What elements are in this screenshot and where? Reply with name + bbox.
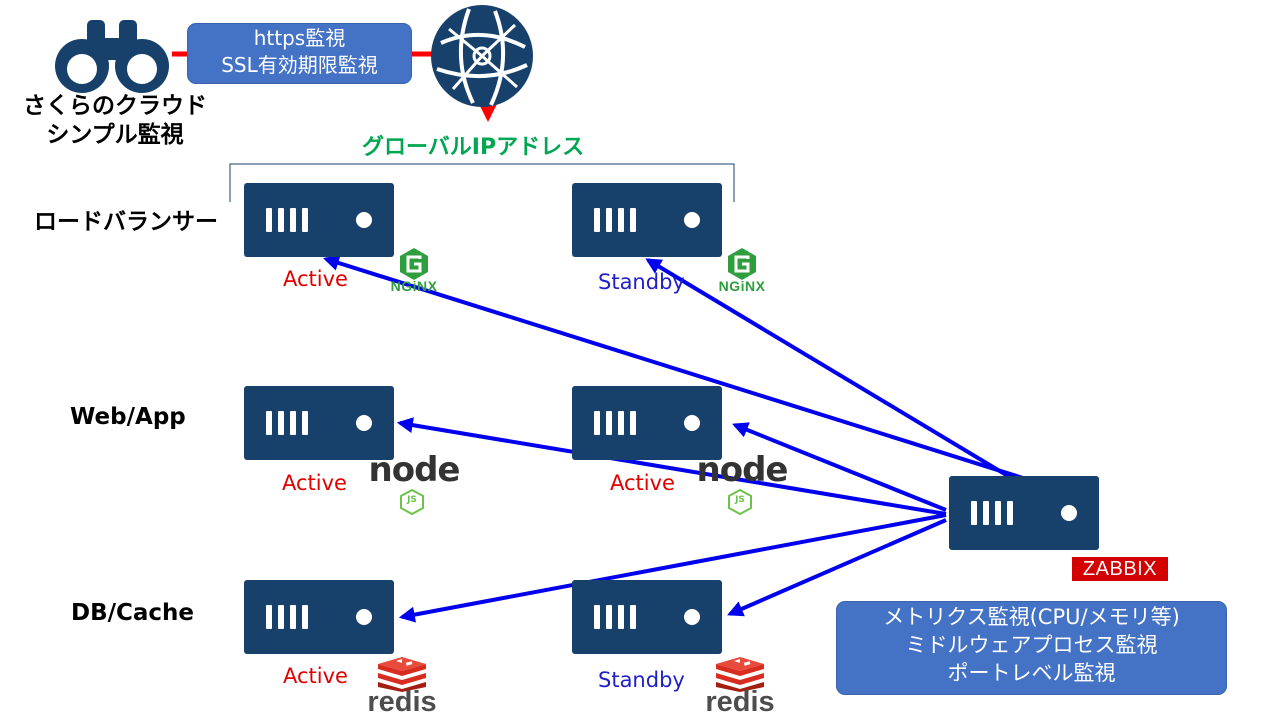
nginx-hexagon-icon [728,248,756,280]
status-web-active: Active [282,471,347,495]
nodejs-hexagon-icon [400,489,424,515]
nodejs-js-mark: JS [735,495,745,505]
server-lb-standby [572,183,722,257]
redis-logo: redis [704,656,776,720]
server-led-icon [684,212,700,228]
redis-cube-icon [378,657,426,692]
tier-label-db-cache: DB/Cache [71,600,195,626]
server-web-secondary [572,386,722,460]
server-web-active [244,386,394,460]
server-slots-icon [266,208,308,232]
status-lb-standby: Standby [598,270,685,294]
server-slots-icon [594,411,636,435]
zabbix-logo: ZABBIX [1072,557,1168,581]
zabbix-note-line2: ミドルウェアプロセス監視 [905,633,1158,657]
server-led-icon [356,609,372,625]
https-check-line2: SSL有効期限監視 [221,53,378,77]
https-check-box: https監視 SSL有効期限監視 [187,23,412,84]
zabbix-note-line3: ポートレベル監視 [947,661,1116,685]
binoculars-icon [55,20,169,93]
tier-label-web-app: Web/App [70,404,186,430]
server-zabbix [949,476,1099,550]
server-slots-icon [971,501,1013,525]
status-lb-active: Active [283,267,348,291]
arrow-zabbix-to-lb-standby [645,258,1015,481]
server-slots-icon [594,208,636,232]
server-slots-icon [266,605,308,629]
monitor-service-name: さくらのクラウド シンプル監視 [10,92,220,150]
status-db-standby: Standby [598,668,685,692]
server-lb-active [244,183,394,257]
monitor-service-name-line1: さくらのクラウド [23,93,207,119]
redis-cube-icon [716,657,764,692]
arrow-zabbix-to-web-standby [732,422,947,512]
nginx-hexagon-icon [400,248,428,280]
server-led-icon [684,415,700,431]
server-db-standby [572,580,722,654]
monitor-service-name-line2: シンプル監視 [46,122,184,148]
nodejs-wordmark: node [368,450,461,490]
server-led-icon [684,609,700,625]
status-web-secondary: Active [610,471,675,495]
globe-icon [431,5,533,107]
server-db-active [244,580,394,654]
redis-wordmark: redis [705,686,775,718]
server-led-icon [1061,505,1077,521]
global-ip-label: グローバルIPアドレス [362,135,585,160]
server-led-icon [356,415,372,431]
nodejs-logo: node JS [692,450,792,516]
nginx-logo: NGiNX [383,247,445,297]
zabbix-monitoring-note: メトリクス監視(CPU/メモリ等) ミドルウェアプロセス監視 ポートレベル監視 [836,601,1227,695]
nodejs-hexagon-icon [728,489,752,515]
redis-wordmark: redis [367,686,437,718]
server-slots-icon [266,411,308,435]
https-check-line1: https監視 [253,26,346,50]
server-led-icon [356,212,372,228]
nodejs-wordmark: node [696,450,789,490]
nodejs-js-mark: JS [407,495,417,505]
status-db-active: Active [283,664,348,688]
global-ip-bracket [229,163,735,202]
nginx-wordmark: NGiNX [718,278,766,294]
server-slots-icon [594,605,636,629]
nginx-logo: NGiNX [711,247,773,297]
nginx-wordmark: NGiNX [390,278,438,294]
arrow-zabbix-to-lb-active [322,255,1024,480]
arrow-zabbix-to-web-active [396,417,947,516]
redis-logo: redis [366,656,438,720]
arrow-zabbix-to-db-active [398,513,947,623]
arrow-zabbix-to-db-standby [727,518,947,617]
zabbix-note-line1: メトリクス監視(CPU/メモリ等) [883,605,1180,629]
nodejs-logo: node JS [364,450,464,516]
tier-label-load-balancer: ロードバランサー [34,209,218,235]
